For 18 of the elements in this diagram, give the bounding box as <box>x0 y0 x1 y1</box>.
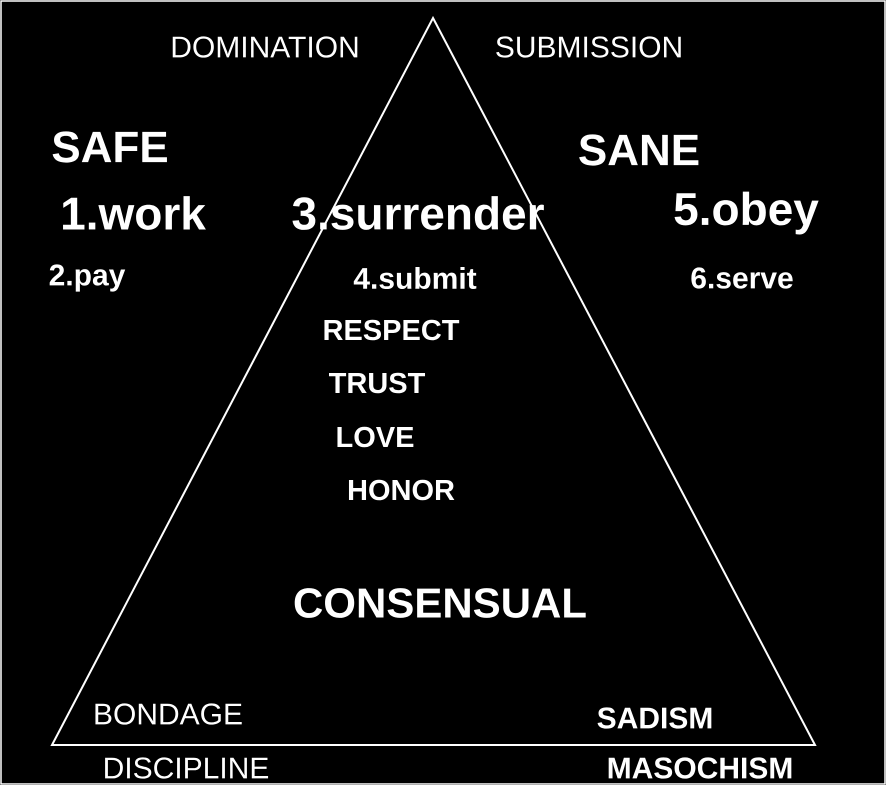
label-text: DISCIPLINE <box>105 757 268 779</box>
label-text: 2.pay <box>50 264 126 292</box>
label-text: 1.work <box>63 196 206 230</box>
label-text: SANE <box>579 134 698 166</box>
label-text: BONDAGE <box>95 703 242 725</box>
label-text: 6.serve <box>691 267 793 289</box>
label-text: CONSENSUAL <box>294 588 586 618</box>
label-text: SAFE <box>52 131 167 163</box>
label-text: LOVE <box>337 426 414 448</box>
label-text: SADISM <box>598 707 712 729</box>
label-text: HONOR <box>348 480 454 500</box>
label-text: 5.obey <box>674 192 819 234</box>
label-text: 4.submit <box>354 267 476 290</box>
label-text: SUBMISSION <box>496 36 681 58</box>
label-text: TRUST <box>329 372 426 394</box>
label-text: MASOCHISM <box>608 757 792 779</box>
label-text: DOMINATION <box>172 36 358 58</box>
label-text: RESPECT <box>324 320 460 340</box>
